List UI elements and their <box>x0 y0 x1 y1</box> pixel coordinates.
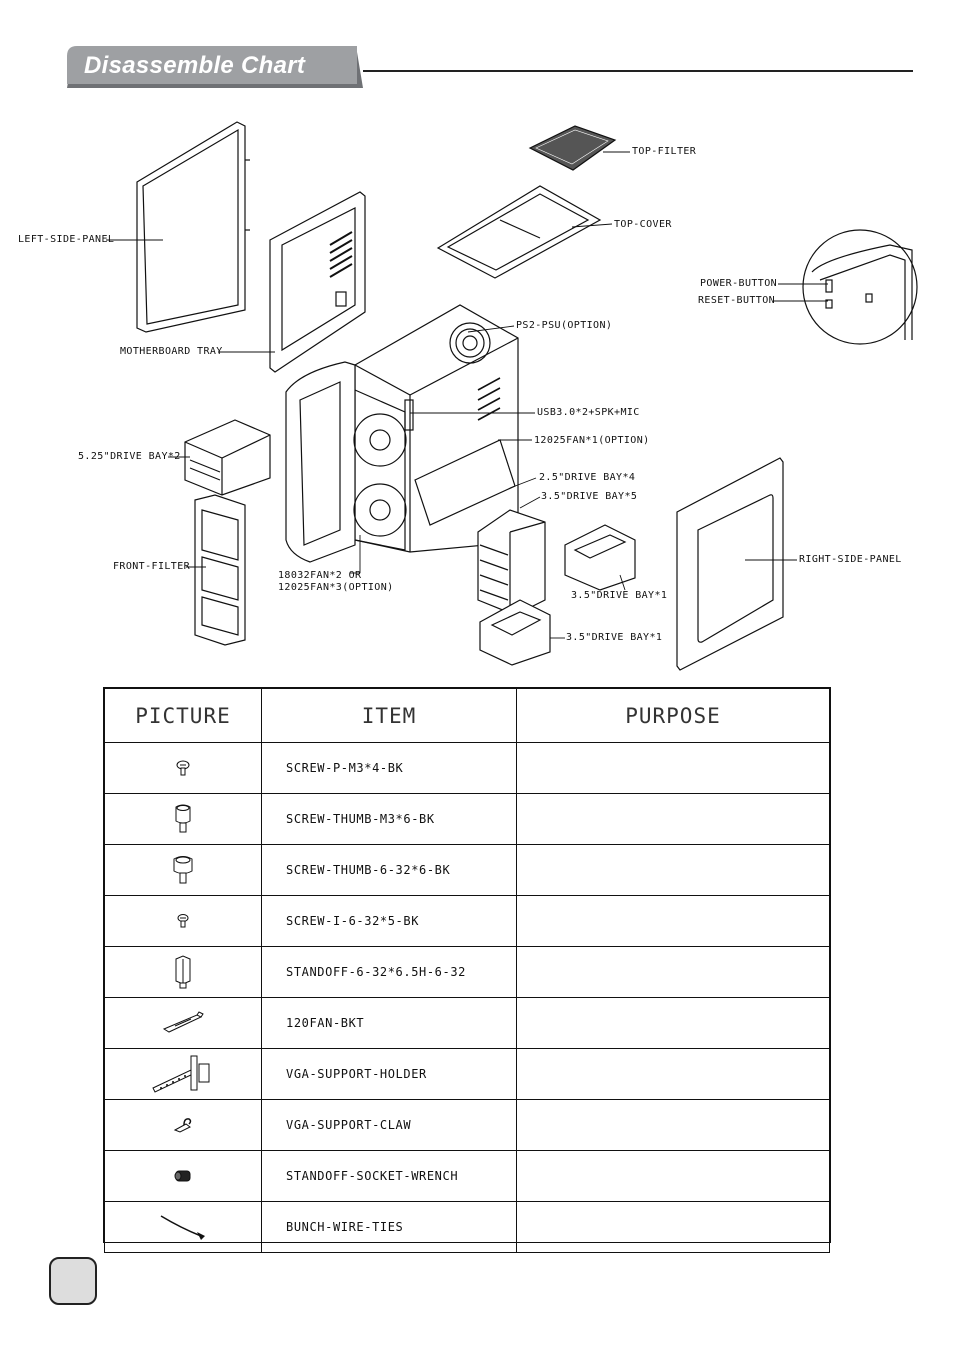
socket-wrench-icon <box>174 1170 191 1182</box>
label-fan-front-2: 12025FAN*3(OPTION) <box>278 582 394 593</box>
table-row: SCREW-P-M3*4-BK <box>104 742 830 794</box>
vga-holder-icon <box>152 1055 210 1093</box>
header-picture: PICTURE <box>104 688 262 743</box>
top-cover-drawing <box>436 185 602 279</box>
item-purpose <box>516 793 830 845</box>
table-row: SCREW-I-6-32*5-BK <box>104 895 830 947</box>
item-name: BUNCH-WIRE-TIES <box>261 1201 517 1253</box>
exploded-diagram: LEFT-SIDE-PANEL MOTHERBOARD TRAY 5.25"DR… <box>0 100 954 680</box>
screw-icon <box>176 760 190 776</box>
front-io-detail-drawing <box>802 229 918 345</box>
parts-table: PICTURE ITEM PURPOSE SCREW-P-M3*4-BK SCR… <box>103 687 831 1253</box>
item-name: VGA-SUPPORT-HOLDER <box>261 1048 517 1100</box>
item-purpose <box>516 1150 830 1202</box>
item-name: SCREW-THUMB-M3*6-BK <box>261 793 517 845</box>
label-motherboard-tray: MOTHERBOARD TRAY <box>120 346 223 357</box>
case-drawing <box>106 121 918 671</box>
thumb-screw-icon <box>175 804 191 833</box>
item-name: 120FAN-BKT <box>261 997 517 1049</box>
label-top-filter: TOP-FILTER <box>632 146 697 157</box>
item-purpose <box>516 742 830 794</box>
item-purpose <box>516 997 830 1049</box>
drive-bay-525-drawing <box>184 419 271 496</box>
label-drive-bay-525: 5.25"DRIVE BAY*2 <box>78 451 181 462</box>
item-name: VGA-SUPPORT-CLAW <box>261 1099 517 1151</box>
label-drive-bay-35-1b: 3.5"DRIVE BAY*1 <box>566 632 663 643</box>
label-reset-button: RESET-BUTTON <box>698 295 776 306</box>
front-filter-drawing <box>194 494 246 646</box>
standoff-icon <box>175 955 191 989</box>
table-row: BUNCH-WIRE-TIES <box>104 1201 830 1253</box>
page-title: Disassemble Chart <box>84 52 306 79</box>
chassis-drawing <box>285 304 519 563</box>
item-purpose <box>516 1201 830 1253</box>
item-purpose <box>516 1099 830 1151</box>
label-left-side-panel: LEFT-SIDE-PANEL <box>18 234 115 245</box>
item-name: SCREW-THUMB-6-32*6-BK <box>261 844 517 896</box>
item-name: SCREW-P-M3*4-BK <box>261 742 517 794</box>
table-row: SCREW-THUMB-M3*6-BK <box>104 793 830 845</box>
table-row: SCREW-THUMB-6-32*6-BK <box>104 844 830 896</box>
header-purpose: PURPOSE <box>516 688 830 743</box>
parts-table-header: PICTURE ITEM PURPOSE <box>104 688 830 743</box>
label-right-side-panel: RIGHT-SIDE-PANEL <box>799 554 902 565</box>
label-front-filter: FRONT-FILTER <box>113 561 191 572</box>
vga-claw-icon <box>173 1118 192 1133</box>
table-row: STANDOFF-6-32*6.5H-6-32 <box>104 946 830 998</box>
item-purpose <box>516 1048 830 1100</box>
label-usb-panel: USB3.0*2+SPK+MIC <box>537 407 640 418</box>
fan-bracket-icon <box>162 1011 204 1033</box>
item-name: SCREW-I-6-32*5-BK <box>261 895 517 947</box>
label-drive-bay-35-1a: 3.5"DRIVE BAY*1 <box>571 590 668 601</box>
title-tab <box>67 46 363 88</box>
label-power-button: POWER-BUTTON <box>700 278 778 289</box>
title-rule <box>363 70 913 72</box>
wire-tie-icon <box>160 1215 205 1240</box>
label-ps2-psu: PS2-PSU(OPTION) <box>516 320 613 331</box>
item-purpose <box>516 895 830 947</box>
left-side-panel-drawing <box>136 121 250 333</box>
header-item: ITEM <box>261 688 517 743</box>
label-drive-bay-35-5: 3.5"DRIVE BAY*5 <box>541 491 638 502</box>
screw-icon <box>177 914 189 928</box>
motherboard-tray-drawing <box>269 191 366 373</box>
right-side-panel-drawing <box>676 457 784 671</box>
page-number-badge <box>49 1257 97 1305</box>
table-row: 120FAN-BKT <box>104 997 830 1049</box>
drive-bay-35a-drawing <box>564 524 636 591</box>
label-top-cover: TOP-COVER <box>614 219 672 230</box>
thumb-screw-icon <box>173 856 193 884</box>
label-fan-front-1: 18032FAN*2 OR <box>278 570 362 581</box>
table-row: STANDOFF-SOCKET-WRENCH <box>104 1150 830 1202</box>
item-purpose <box>516 844 830 896</box>
top-filter-drawing <box>528 125 617 171</box>
table-row: VGA-SUPPORT-HOLDER <box>104 1048 830 1100</box>
table-row: VGA-SUPPORT-CLAW <box>104 1099 830 1151</box>
label-drive-bay-25: 2.5"DRIVE BAY*4 <box>539 472 636 483</box>
item-name: STANDOFF-6-32*6.5H-6-32 <box>261 946 517 998</box>
item-name: STANDOFF-SOCKET-WRENCH <box>261 1150 517 1202</box>
drive-bay-35b-drawing <box>479 599 551 666</box>
drive-bay-35x5-drawing <box>477 509 546 616</box>
item-purpose <box>516 946 830 998</box>
label-rear-fan: 12025FAN*1(OPTION) <box>534 435 650 446</box>
